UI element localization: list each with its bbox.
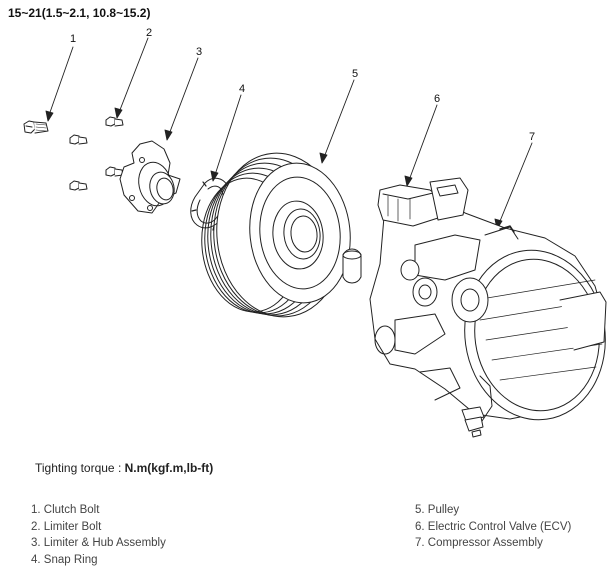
- callout-7: 7: [529, 131, 535, 143]
- callout-1: 1: [70, 33, 76, 45]
- parts-legend-left: 1. Clutch Bolt 2. Limiter Bolt 3. Limite…: [31, 502, 166, 568]
- legend-item: 6. Electric Control Valve (ECV): [415, 520, 572, 533]
- pulley: [201, 152, 351, 318]
- legend-item: 1. Clutch Bolt: [31, 504, 100, 516]
- legend-item: 4. Snap Ring: [31, 553, 98, 566]
- electric-control-valve: [377, 177, 469, 227]
- legend-item: 7. Compressor Assembly: [415, 537, 543, 549]
- torque-note-label: Tighting torque :: [35, 461, 125, 475]
- legend-item: 3. Limiter & Hub Assembly: [31, 537, 166, 549]
- legend-item: 5. Pulley: [415, 504, 460, 516]
- callout-6: 6: [434, 93, 440, 105]
- legend-item: 2. Limiter Bolt: [31, 520, 102, 533]
- torque-spec: 15~21(1.5~2.1, 10.8~15.2): [8, 6, 151, 20]
- parts-legend-right: 5. Pulley 6. Electric Control Valve (ECV…: [415, 502, 571, 552]
- callout-2: 2: [146, 27, 152, 39]
- service-port: [342, 248, 362, 284]
- compressor-assembly: [369, 191, 607, 438]
- callout-numbers: 1 2 3 4 5 6 7: [70, 27, 535, 143]
- torque-note-units: N.m(kgf.m,lb-ft): [124, 461, 214, 475]
- clutch-bolt: [23, 120, 49, 134]
- limiter-hub-assembly: [119, 140, 181, 214]
- limiter-bolts: [69, 116, 124, 191]
- callout-4: 4: [239, 83, 245, 95]
- torque-note: Tighting torque : N.m(kgf.m,lb-ft): [35, 461, 213, 475]
- callout-3: 3: [196, 46, 202, 58]
- callout-5: 5: [352, 68, 358, 80]
